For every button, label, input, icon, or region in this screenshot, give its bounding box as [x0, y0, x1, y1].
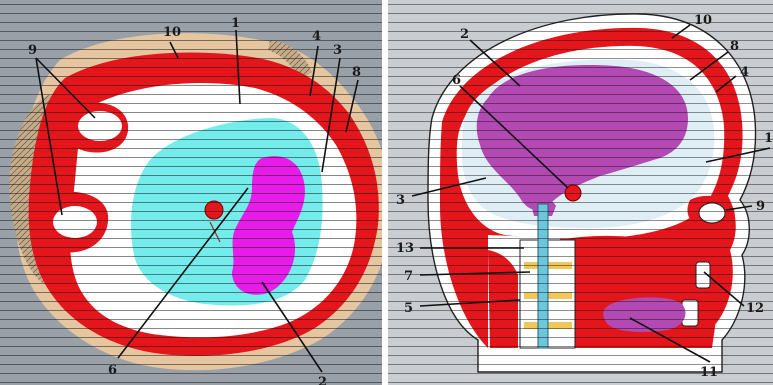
label-4-left: 4 — [312, 29, 321, 44]
label-9-right: 9 — [756, 199, 765, 214]
scan-lines-right — [388, 0, 773, 385]
label-8-right: 8 — [730, 39, 739, 54]
sagittal-slice-panel: 10 2 8 4 6 1 3 9 13 7 5 12 11 — [388, 0, 773, 385]
label-8-left: 8 — [352, 65, 361, 80]
label-1-left: 1 — [231, 16, 240, 31]
label-11-right: 11 — [700, 365, 718, 380]
scan-lines-left — [0, 0, 382, 385]
label-2-right: 2 — [460, 27, 469, 42]
label-2-left: 2 — [318, 375, 327, 385]
label-7-right: 7 — [404, 269, 413, 284]
label-10-left: 10 — [163, 25, 181, 40]
label-3-right: 3 — [396, 193, 405, 208]
label-4-right: 4 — [740, 65, 749, 80]
label-6-left: 6 — [108, 363, 117, 378]
label-13-right: 13 — [396, 241, 414, 256]
label-3-left: 3 — [333, 43, 342, 58]
axial-slice-panel: 10 1 4 3 8 9 6 2 — [0, 0, 391, 385]
label-1-right: 1 — [764, 131, 773, 146]
label-6-right: 6 — [452, 73, 461, 88]
label-10-right: 10 — [694, 13, 712, 28]
label-5-right: 5 — [404, 301, 413, 316]
label-9-left: 9 — [28, 43, 37, 58]
label-12-right: 12 — [746, 301, 764, 316]
panel-divider — [382, 0, 388, 385]
